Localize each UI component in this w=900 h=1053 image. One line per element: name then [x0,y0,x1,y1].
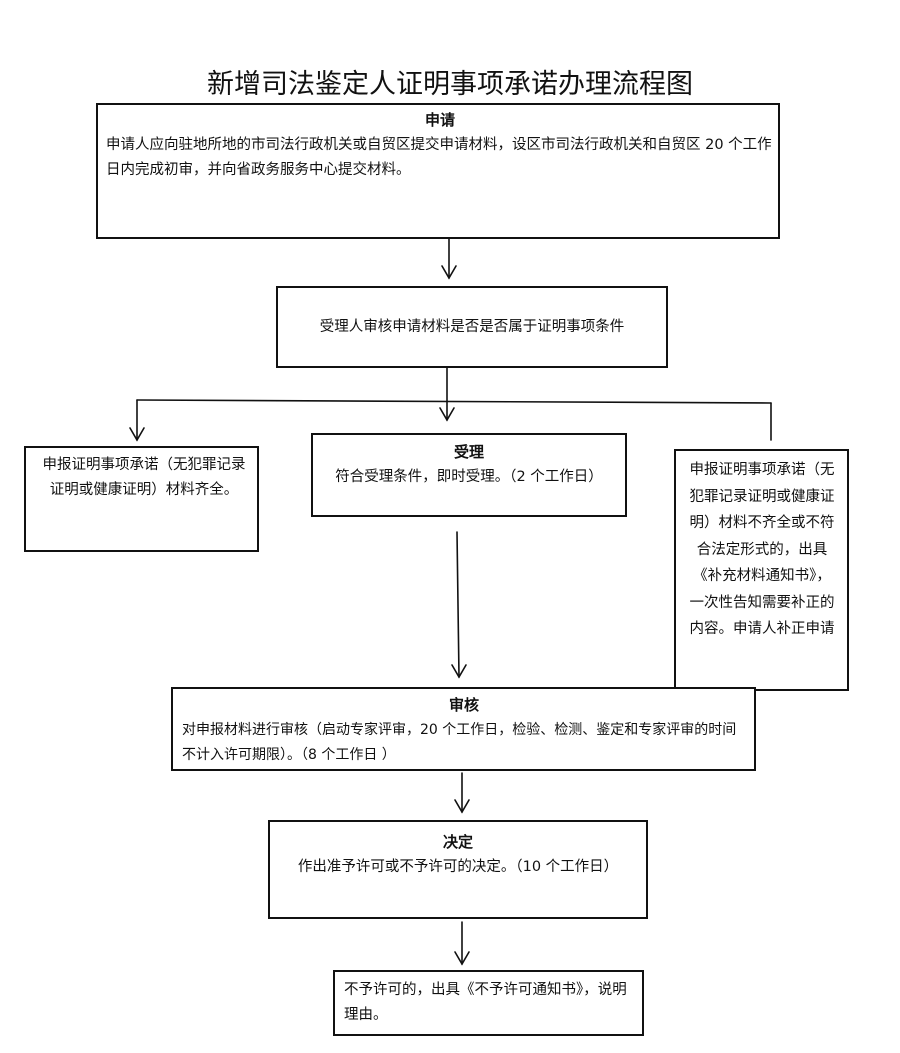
audit-box [171,687,756,771]
apply-text: 申请人应向驻地所地的市司法行政机关或自贸区提交申请材料，设区市司法行政机关和自贸… [106,137,772,178]
audit-heading: 审核 [448,696,479,714]
page-title: 新增司法鉴定人证明事项承诺办理流程图 [207,69,693,100]
arrow-review-to-accept [439,367,455,422]
incomplete-text: 申报证明事项承诺（无犯罪记录证明或健康证明）材料不齐全或不符合法定形式的，出具《… [689,462,835,637]
arrow-apply-to-review [441,238,457,280]
audit-text: 对申报材料进行审核（启动专家评审，20 个工作日，检验、检测、鉴定和专家评审的时… [182,722,737,763]
arrow-to-complete [129,399,145,442]
decision-content: 决定 作出准予许可或不予许可的决定。（10 个工作日） [276,830,640,880]
deny-text: 不予许可的，出具《不予许可通知书》，说明理由。 [344,982,627,1023]
apply-content: 申请 申请人应向驻地所地的市司法行政机关或自贸区提交申请材料，设区市司法行政机关… [106,108,774,183]
apply-heading: 申请 [424,111,455,129]
apply-box [96,103,780,239]
arrow-audit-to-decision [454,772,470,814]
arrow-decision-to-deny [454,921,470,966]
accept-box [311,433,627,517]
complete-box [24,446,259,552]
accept-text: 符合受理条件，即时受理。（2 个工作日） [335,469,603,485]
branch-horizontal-line [136,399,772,404]
accept-content: 受理 符合受理条件，即时受理。（2 个工作日） [318,440,620,490]
review-text: 受理人审核申请材料是否是否属于证明事项条件 [319,319,625,335]
decision-heading: 决定 [442,833,473,851]
audit-content: 审核 对申报材料进行审核（启动专家评审，20 个工作日，检验、检测、鉴定和专家评… [182,693,746,768]
accept-heading: 受理 [453,443,484,461]
complete-text: 申报证明事项承诺（无犯罪记录证明或健康证明）材料齐全。 [42,457,246,498]
review-box [276,286,668,368]
deny-box [333,970,644,1036]
incomplete-box [674,449,849,691]
arrow-accept-to-audit [451,531,467,679]
decision-box [268,820,648,919]
decision-text: 作出准予许可或不予许可的决定。（10 个工作日） [297,859,619,875]
